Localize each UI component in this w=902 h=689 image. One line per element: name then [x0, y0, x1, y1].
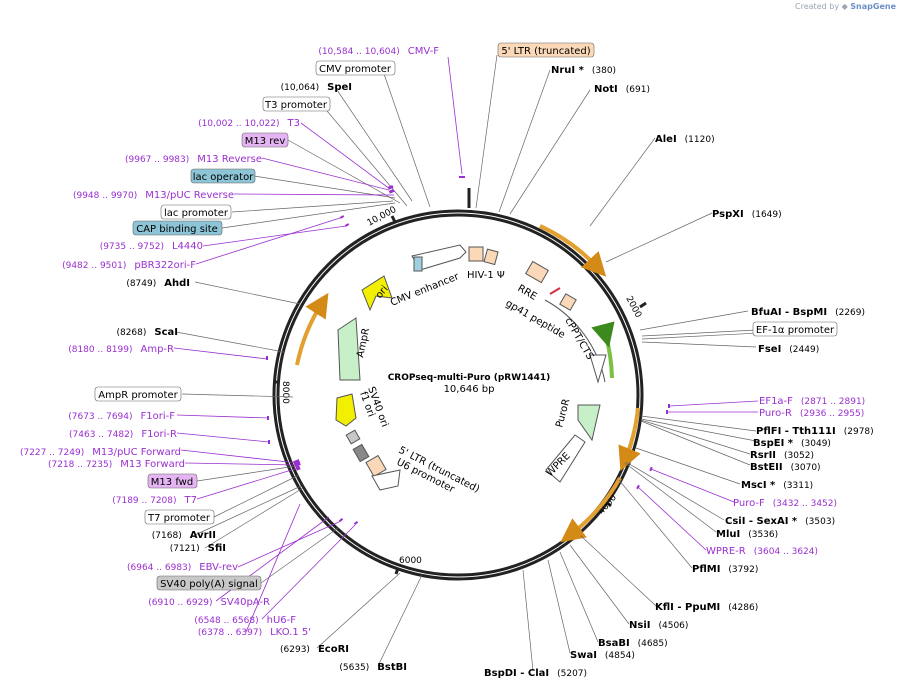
site-pspxi: PspXI(1649)	[712, 209, 782, 220]
scale-ticks	[273, 188, 647, 575]
primer-l4440: (9735 .. 9752)L4440	[100, 241, 203, 252]
primer-cmv-f: (10,584 .. 10,604)CMV-F	[318, 46, 439, 57]
primer-marks	[266, 176, 670, 526]
primer-wpre-r: WPRE-R(3604 .. 3624)	[706, 546, 818, 557]
site-bsabi: BsaBI(4685)	[598, 638, 668, 649]
scale-label-6000: 6000	[399, 556, 422, 566]
primer-labels-left: (10,584 .. 10,604)CMV-F (10,002 .. 10,02…	[20, 46, 439, 638]
credit-prefix: Created by	[795, 2, 840, 11]
primer-t3: (10,002 .. 10,022)T3	[198, 118, 300, 129]
primer-amp-r: (8180 .. 8199)Amp-R	[68, 344, 174, 355]
box-sv40-polya: SV40 poly(A) signal	[160, 579, 258, 590]
site-kfli: KflI - PpuMI(4286)	[655, 602, 758, 613]
primer-m13-puc-forward: (7227 .. 7249)M13/pUC Forward	[20, 447, 181, 458]
site-csii: CsiI - SexAI *(3503)	[725, 516, 835, 527]
credit-brand: SnapGene	[850, 2, 896, 11]
plasmid-length: 10,646 bp	[444, 384, 495, 395]
site-alei: AleI(1120)	[655, 134, 715, 145]
site-bsteii: BstEII(3070)	[750, 462, 821, 473]
primer-f1ori-r: (7463 .. 7482)F1ori-R	[69, 429, 177, 440]
site-leader-lines	[175, 54, 838, 672]
site-pflfi: PflFI - Tth111I(2978)	[756, 426, 874, 437]
primer-puro-f: Puro-F(3432 .. 3452)	[733, 498, 837, 509]
primer-hu6-f: (6548 .. 6568)hU6-F	[194, 615, 296, 626]
box-cmv-promoter: CMV promoter	[319, 64, 392, 75]
primer-t7: (7189 .. 7208)T7	[112, 495, 197, 506]
box-m13-rev: M13 rev	[245, 136, 286, 147]
feature-cmv-enhancer: CMV enhancer	[389, 271, 461, 309]
primer-ebv-rev: (6964 .. 6983)EBV-rev	[127, 562, 238, 573]
inner-features	[335, 244, 607, 491]
plasmid-name: CROPseq-multi-Puro (pRW1441)	[388, 373, 551, 383]
snapgene-logo-icon: ◆	[841, 2, 848, 11]
primer-puro-r: Puro-R(2936 .. 2955)	[759, 408, 864, 419]
feature-cppt: cPPT/CTS	[562, 316, 595, 362]
boxed-labels: 5' LTR (truncated) CMV promoter T3 promo…	[94, 42, 838, 591]
site-rsrii: RsrII(3052)	[750, 450, 814, 461]
scale-label-8000: 8000	[280, 381, 290, 404]
site-mlui: MluI(3536)	[716, 529, 778, 540]
box-cap-binding-site: CAP binding site	[136, 224, 218, 235]
site-swai: SwaI(4854)	[570, 650, 635, 661]
scale-label-2000: 2000	[623, 295, 643, 320]
box-lac-operator: lac operator	[193, 172, 254, 183]
site-noti: NotI(691)	[594, 84, 650, 95]
box-t7-promoter: T7 promoter	[147, 513, 211, 524]
primer-pbr322ori-f: (9482 .. 9501)pBR322ori-F	[62, 260, 196, 271]
site-sfii: (7121)SfiI	[170, 543, 226, 554]
snapgene-credit: Created by ◆ SnapGene	[795, 2, 896, 11]
feature-puror: PuroR	[554, 398, 572, 429]
site-spei: (10,064)SpeI	[281, 82, 352, 93]
primer-m13-forward: (7218 .. 7235)M13 Forward	[48, 459, 185, 470]
site-bfuai: BfuAI - BspMI(2269)	[751, 307, 865, 318]
site-scai: (8268)ScaI	[116, 327, 178, 338]
site-pflmi: PflMI(3792)	[692, 564, 758, 575]
site-avrii: (7168)AvrII	[152, 530, 216, 541]
site-bspei: BspEI *(3049)	[753, 438, 831, 449]
primer-m13-reverse: (9967 .. 9983)M13 Reverse	[125, 154, 262, 165]
site-ecori: (6293)EcoRI	[280, 644, 349, 655]
site-bspdi: BspDI - ClaI(5207)	[484, 668, 587, 679]
backbone-outer-ring	[272, 209, 644, 581]
feature-ampr: AmpR	[355, 327, 372, 359]
backbone-inner-ring	[276, 213, 640, 577]
primer-ef1a-f: EF1a-F(2871 .. 2891)	[759, 396, 865, 407]
box-m13-fwd: M13 fwd	[151, 477, 193, 488]
site-nsii: NsiI(4506)	[629, 620, 688, 631]
site-msci: MscI *(3311)	[741, 480, 813, 491]
primer-m13-puc-reverse: (9948 .. 9970)M13/pUC Reverse	[73, 190, 234, 201]
site-bstbi: (5635)BstBI	[339, 662, 407, 673]
feature-rre: RRE	[516, 283, 539, 303]
primer-lko1: (6378 .. 6397)LKO.1 5'	[198, 627, 311, 638]
site-ahdi: (8749)AhdI	[126, 278, 190, 289]
feature-gp41: gp41 peptide	[504, 298, 567, 341]
box-lac-promoter: lac promoter	[164, 208, 229, 219]
primer-labels-right: EF1a-F(2871 .. 2891) Puro-R(2936 .. 2955…	[706, 396, 865, 557]
box-ef1a-promoter: EF-1α promoter	[756, 325, 835, 336]
primer-f1ori-f: (7673 .. 7694)F1ori-F	[68, 411, 175, 422]
box-5ltr: 5' LTR (truncated)	[501, 46, 590, 57]
restriction-sites: NruI *(380) NotI(691) AleI(1120) PspXI(1…	[484, 65, 874, 679]
box-ampr-promoter: AmpR promoter	[98, 390, 178, 401]
orf-arcs	[295, 224, 641, 543]
primer-sv40pa-r: (6910 .. 6929)SV40pA-R	[148, 597, 270, 608]
site-nrui: NruI *(380)	[551, 65, 616, 76]
restriction-sites-left: (5635)BstBI (6293)EcoRI (7121)SfiI (7168…	[116, 82, 407, 673]
box-t3-promoter: T3 promoter	[264, 100, 328, 111]
site-fsei: FseI(2449)	[758, 344, 819, 355]
feature-hiv-psi: HIV-1 Ψ	[467, 270, 505, 281]
